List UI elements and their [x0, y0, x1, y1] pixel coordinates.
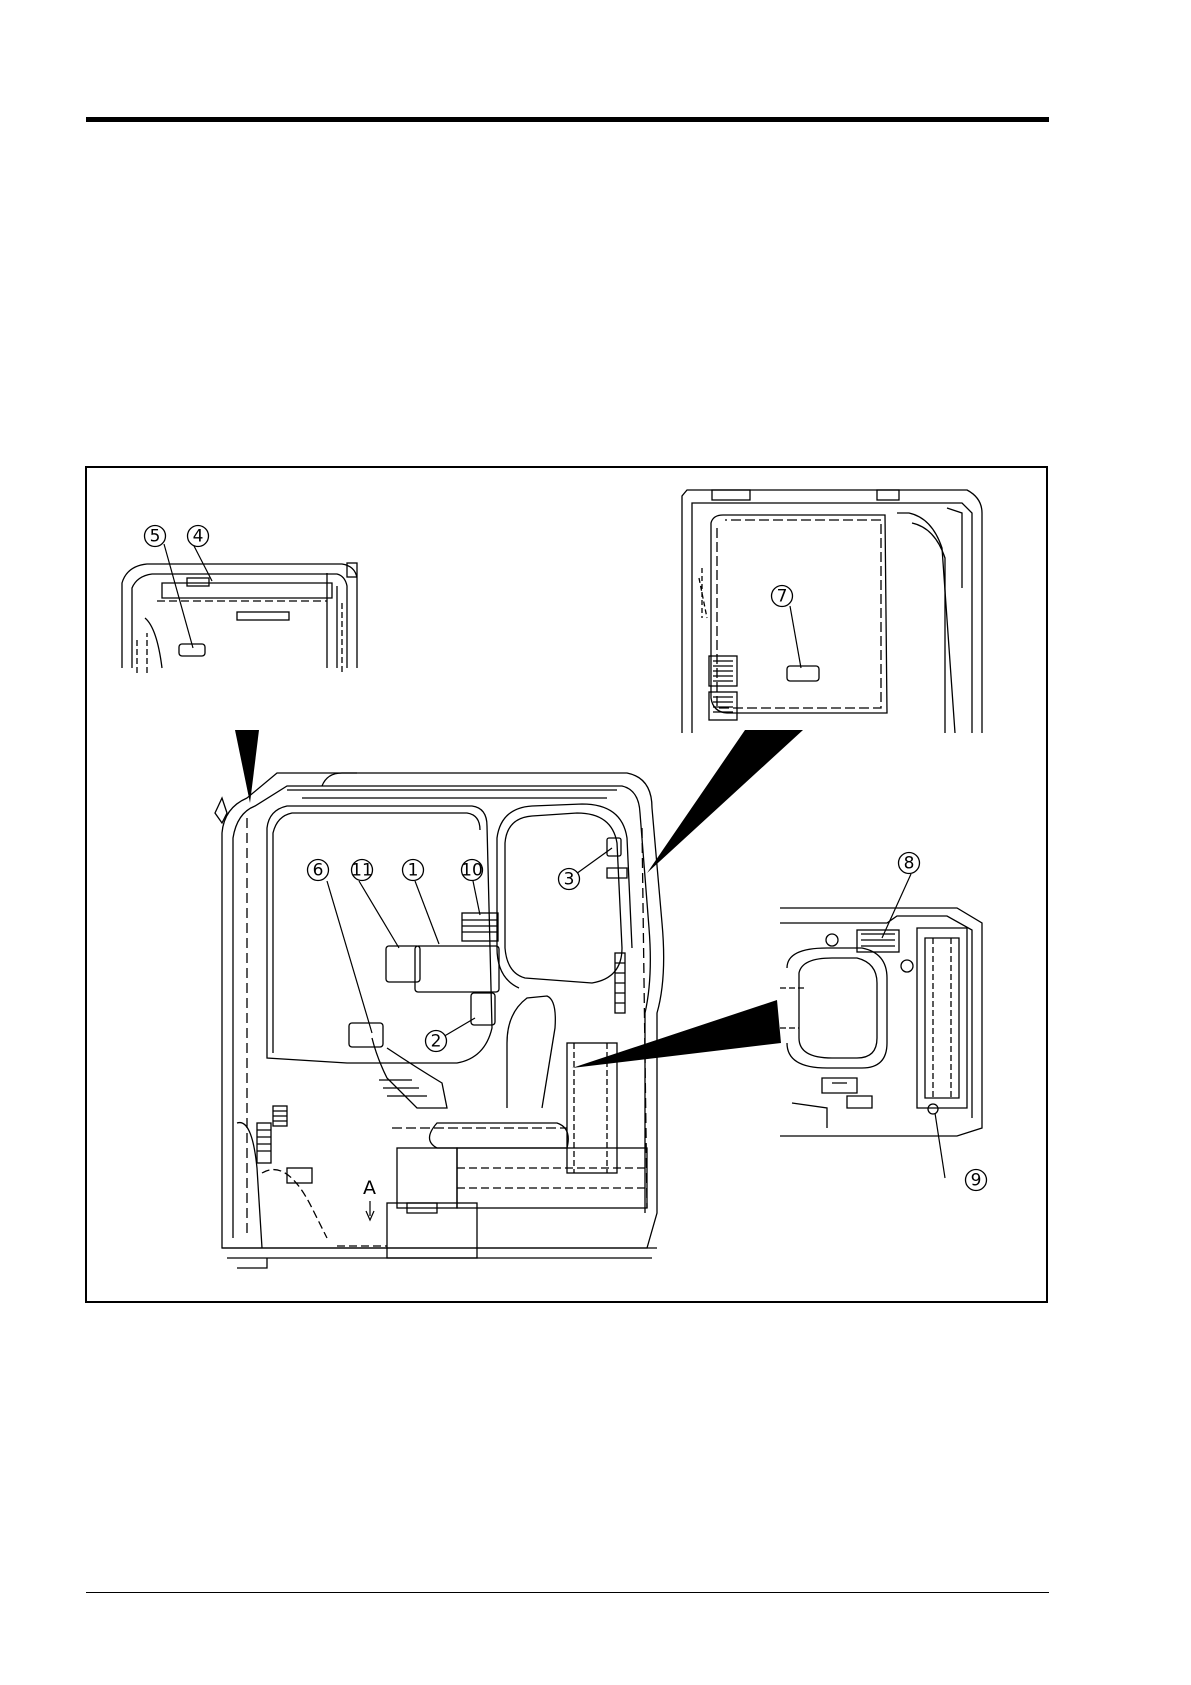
header-rule: [86, 117, 1049, 122]
callout-number: 11: [351, 861, 373, 881]
callout-number: 8: [904, 854, 915, 874]
callout-6: 6: [308, 860, 329, 881]
decal-location-figure: 1 2 3 4 5 6 7 8 9 10 11 A: [85, 466, 1048, 1303]
callout-8: 8: [899, 853, 920, 874]
detail-top-right: [682, 490, 982, 733]
callout-number: 7: [777, 587, 788, 607]
main-cab-view: [215, 773, 664, 1268]
callout-7: 7: [772, 586, 793, 607]
detail-top-left: [122, 563, 357, 673]
footer-rule: [86, 1592, 1049, 1593]
callout-number: 4: [193, 527, 204, 547]
view-label-a: A: [363, 1177, 376, 1199]
callout-5: 5: [145, 526, 166, 547]
callout-number: 2: [431, 1032, 442, 1052]
cab-drawing: 1 2 3 4 5 6 7 8 9 10 11 A: [87, 468, 1046, 1301]
callout-3: 3: [559, 869, 580, 890]
detail-pointer-wedges: [235, 730, 803, 1068]
callout-number: 1: [408, 861, 419, 881]
callout-1: 1: [403, 860, 424, 881]
detail-bottom-right: [780, 908, 982, 1136]
callout-number: 3: [564, 870, 575, 890]
callout-number: 10: [461, 861, 483, 881]
callout-2: 2: [426, 1031, 447, 1052]
callout-number: 5: [150, 527, 161, 547]
callout-11: 11: [351, 860, 373, 881]
leader-lines: [164, 544, 945, 1220]
callout-number: 6: [313, 861, 324, 881]
callout-9: 9: [966, 1170, 987, 1191]
callout-number: 9: [971, 1171, 982, 1191]
callout-4: 4: [188, 526, 209, 547]
callout-10: 10: [461, 860, 483, 881]
callout-markers: 1 2 3 4 5 6 7 8 9 10 11: [145, 526, 987, 1191]
